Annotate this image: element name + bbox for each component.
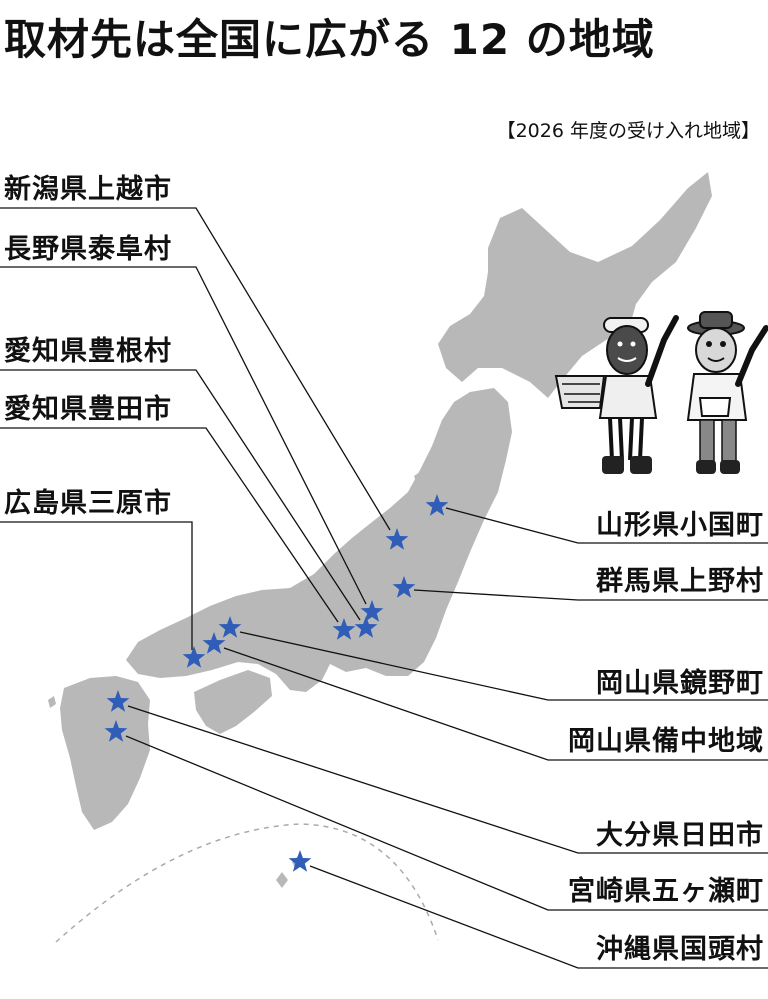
hokkaido-landmass xyxy=(438,172,712,398)
star-icon xyxy=(332,618,356,640)
region-label-ueno: 群馬県上野村 xyxy=(596,566,764,597)
star-icon xyxy=(202,632,226,654)
leader-line xyxy=(413,589,768,601)
region-label-kagamino: 岡山県鏡野町 xyxy=(596,668,764,699)
shikoku-landmass xyxy=(194,670,272,734)
leader-line xyxy=(0,207,391,531)
leader-line xyxy=(0,427,339,623)
star-icon xyxy=(182,646,206,668)
region-label-gokase: 宮崎県五ヶ瀬町 xyxy=(568,876,764,907)
star-icon xyxy=(425,494,449,516)
leader-line xyxy=(125,735,768,911)
leader-line xyxy=(0,266,367,605)
leader-line xyxy=(0,369,361,621)
region-label-bitchu: 岡山県備中地域 xyxy=(568,726,764,757)
kyushu-landmass xyxy=(60,676,150,830)
leader-line xyxy=(223,647,768,761)
star-icon xyxy=(288,850,312,872)
star-icon xyxy=(104,720,128,742)
region-label-joetsu: 新潟県上越市 xyxy=(4,174,172,205)
region-label-toyota: 愛知県豊田市 xyxy=(4,394,172,425)
region-label-yasuoka: 長野県泰阜村 xyxy=(4,234,172,265)
star-icon xyxy=(354,616,378,638)
leader-line xyxy=(127,705,768,854)
region-label-toyone: 愛知県豊根村 xyxy=(4,336,172,367)
honshu-landmass xyxy=(126,388,512,692)
leader-line xyxy=(239,631,768,701)
map-subtitle: 【2026 年度の受け入れ地域】 xyxy=(496,120,760,142)
region-label-mihara: 広島県三原市 xyxy=(4,488,172,519)
star-icon xyxy=(360,600,384,622)
star-icon xyxy=(385,528,409,550)
page-title: 取材先は全国に広がる 12 の地域 xyxy=(4,15,655,64)
sado-island xyxy=(414,468,430,492)
region-label-oguni: 山形県小国町 xyxy=(596,510,764,541)
boundary-arc xyxy=(55,823,439,943)
leader-line xyxy=(309,865,768,969)
region-label-hita: 大分県日田市 xyxy=(596,820,764,851)
farmer-illustration-left xyxy=(554,315,679,474)
region-label-kunigami: 沖縄県国頭村 xyxy=(596,934,764,965)
farmer-illustration-right xyxy=(686,311,768,474)
star-icon xyxy=(392,576,416,598)
star-icon xyxy=(218,616,242,638)
star-icon xyxy=(106,690,130,712)
leader-line xyxy=(0,521,193,650)
leader-line xyxy=(445,507,768,544)
